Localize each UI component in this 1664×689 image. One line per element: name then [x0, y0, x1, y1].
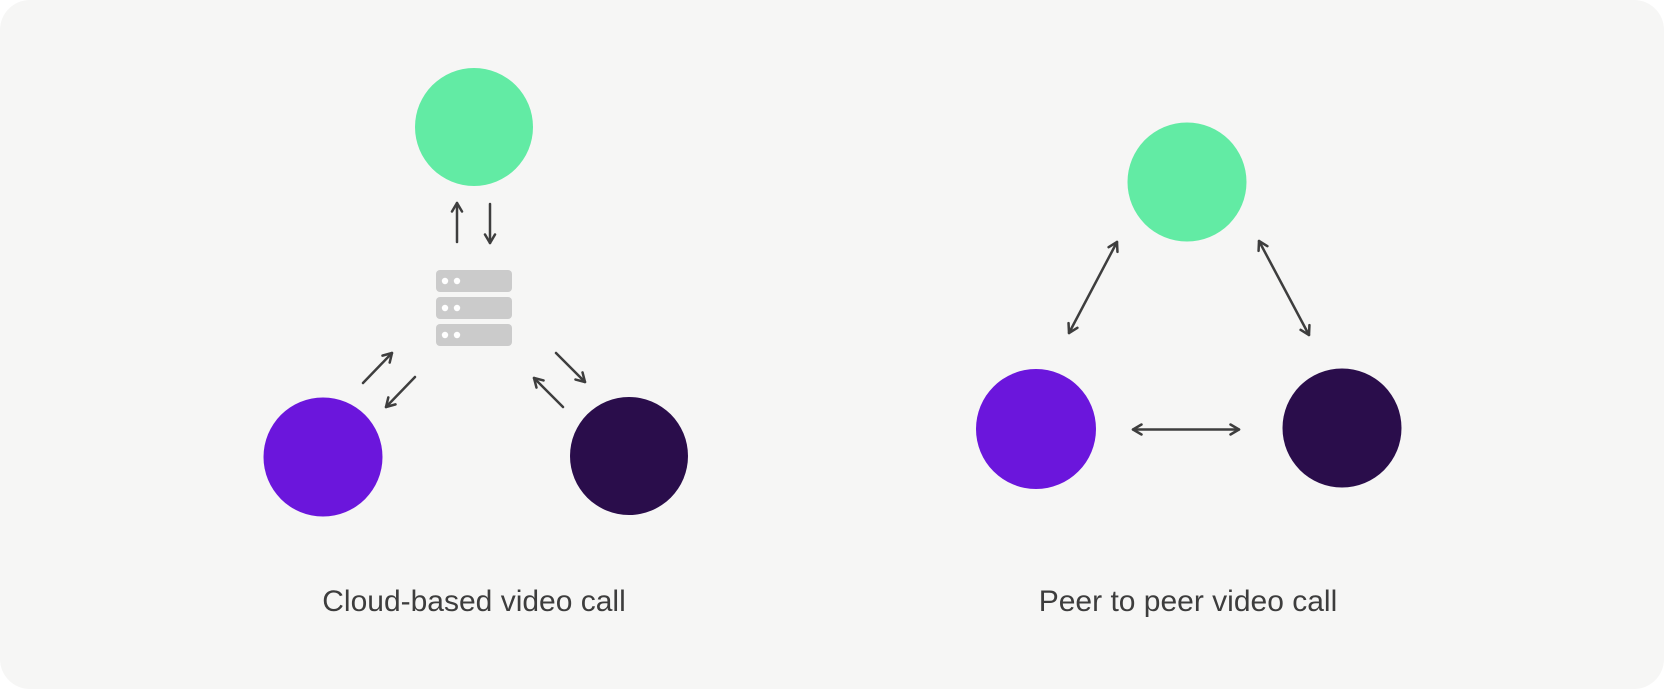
server-unit [436, 270, 512, 292]
server-led-dot [441, 331, 449, 339]
server-led-dot [453, 277, 461, 285]
participant-node-green [1127, 122, 1247, 242]
p2p-caption: Peer to peer video call [1038, 585, 1338, 618]
server-led-dot [441, 277, 449, 285]
diagonal-down-right-arrow-icon [554, 351, 587, 384]
server-led-dot [441, 304, 449, 312]
p2p-diagram-figure [976, 122, 1402, 489]
participant-node-purple [976, 369, 1096, 489]
participant-node-dark [570, 397, 688, 515]
double-headed-arrow-icon [1257, 239, 1311, 337]
participant-node-dark [1282, 368, 1402, 488]
server-unit [436, 324, 512, 346]
server-led-dot [453, 304, 461, 312]
diagonal-up-left-arrow-icon [532, 376, 565, 409]
server-rack-icon [436, 270, 512, 346]
server-led-dot [453, 331, 461, 339]
cloud-caption: Cloud-based video call [322, 585, 626, 618]
diagonal-up-right-arrow-icon [361, 351, 394, 385]
double-headed-arrow-icon [1067, 240, 1119, 335]
cloud-diagram-figure [263, 68, 688, 517]
participant-node-purple [263, 397, 383, 517]
server-unit [436, 297, 512, 319]
participant-node-green [415, 68, 533, 186]
diagonal-down-left-arrow-icon [384, 375, 417, 409]
